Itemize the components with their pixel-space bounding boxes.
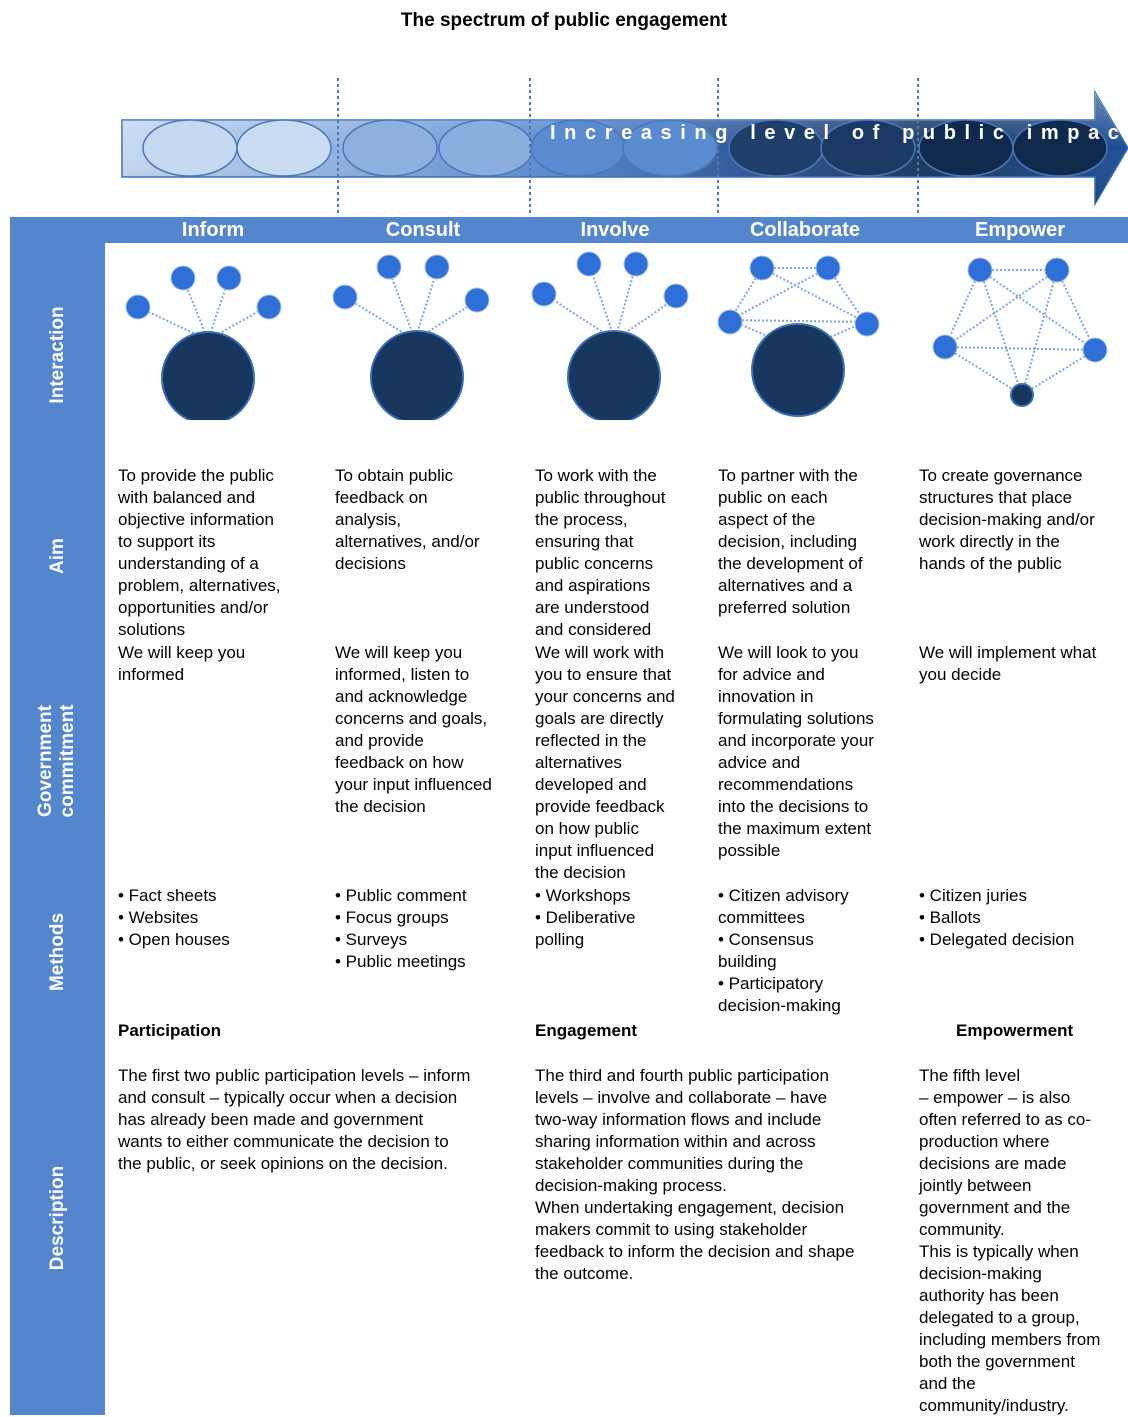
- impact-arrow: [121, 78, 1128, 213]
- row-label-band: [10, 217, 105, 1415]
- methods-inform: • Fact sheets • Websites • Open houses: [118, 886, 230, 949]
- participation-description: The first two public participation level…: [118, 1066, 471, 1173]
- methods-empower: • Citizen juries • Ballots • Delegated d…: [919, 886, 1075, 949]
- arrow-ellipse: [622, 119, 718, 177]
- row-label-methods: Methods: [47, 912, 68, 992]
- engagement-description: The third and fourth public participatio…: [535, 1066, 855, 1283]
- arrow-ellipse: [1012, 119, 1108, 177]
- aim-empower: To create governance structures that pla…: [919, 466, 1095, 573]
- commitment-empower: We will implement what you decide: [919, 643, 1097, 684]
- arrow-ellipse: [820, 119, 916, 177]
- column-header-empower: Empower: [974, 219, 1066, 241]
- commitment-involve: We will work with you to ensure that you…: [535, 643, 675, 882]
- arrow-ellipse: [438, 119, 534, 177]
- arrow-ellipse: [342, 119, 438, 177]
- interaction-diagram-inform: [125, 265, 282, 420]
- methods-involve: • Workshops • Deliberative polling: [535, 886, 636, 949]
- row-label-aim: Aim: [47, 538, 68, 574]
- column-header-involve: Involve: [580, 219, 650, 241]
- commitment-consult: We will keep you informed, listen to and…: [335, 643, 492, 816]
- interaction-diagram-involve: [531, 251, 689, 420]
- interaction-diagram-collaborate: [717, 255, 880, 417]
- empowerment-heading: Empowerment: [956, 1021, 1074, 1040]
- engagement-heading: Engagement: [535, 1021, 638, 1040]
- column-header-consult: Consult: [385, 219, 461, 241]
- arrow-label: Increasing level of public impact: [550, 122, 1128, 144]
- interaction-diagram-consult: [332, 254, 490, 420]
- row-label-interaction: Interaction: [47, 306, 68, 404]
- page-title: The spectrum of public engagement: [400, 10, 728, 31]
- aim-collaborate: To partner with the public on each aspec…: [718, 466, 863, 617]
- methods-consult: • Public comment • Focus groups • Survey…: [335, 886, 467, 971]
- empowerment-description: The fifth level – empower – is also ofte…: [919, 1066, 1101, 1415]
- commitment-collaborate: We will look to you for advice and innov…: [718, 643, 874, 860]
- interaction-diagram-empower: [932, 257, 1108, 407]
- methods-collaborate: • Citizen advisory committees • Consensu…: [718, 886, 849, 1015]
- row-label-government-commitment: Government commitment: [35, 704, 78, 818]
- aim-consult: To obtain public feedback on analysis, a…: [335, 466, 480, 573]
- aim-involve: To work with the public throughout the p…: [535, 466, 666, 639]
- commitment-inform: We will keep you informed: [118, 643, 246, 684]
- row-label-description: Description: [47, 1165, 68, 1271]
- arrow-ellipse: [142, 119, 238, 177]
- participation-heading: Participation: [118, 1021, 221, 1040]
- column-header-band: [105, 217, 1128, 243]
- column-header-collaborate: Collaborate: [749, 219, 861, 241]
- column-header-inform: Inform: [181, 219, 245, 241]
- aim-inform: To provide the public with balanced and …: [118, 466, 281, 639]
- arrow-ellipse: [236, 119, 332, 177]
